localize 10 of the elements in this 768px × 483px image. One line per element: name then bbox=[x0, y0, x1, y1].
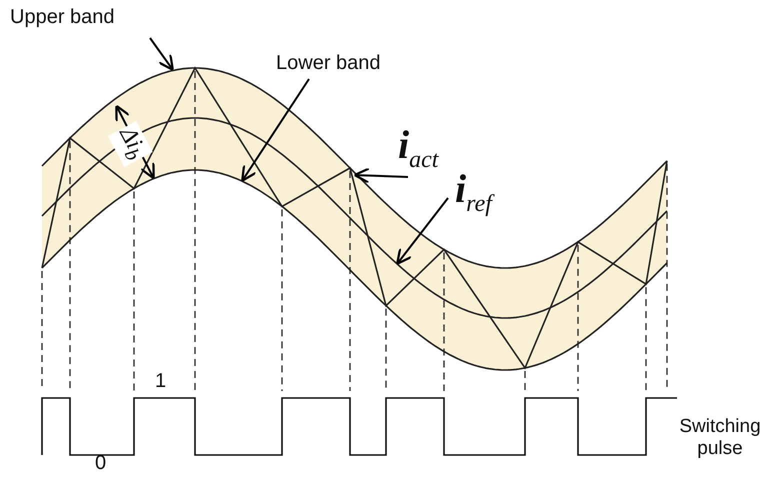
low-level-label: 0 bbox=[95, 452, 106, 475]
leader-arrow bbox=[241, 78, 310, 182]
band-label: Lower band bbox=[276, 52, 381, 75]
axis-caption: Switching pulse bbox=[678, 416, 762, 460]
high-level-label: 1 bbox=[155, 370, 166, 393]
leader-arrow bbox=[149, 37, 174, 71]
band-label: Upper band bbox=[10, 6, 115, 29]
leader-arrow bbox=[353, 167, 408, 184]
leader-arrow bbox=[396, 197, 449, 265]
current-symbol-label: i$_{act}$ bbox=[398, 122, 438, 175]
